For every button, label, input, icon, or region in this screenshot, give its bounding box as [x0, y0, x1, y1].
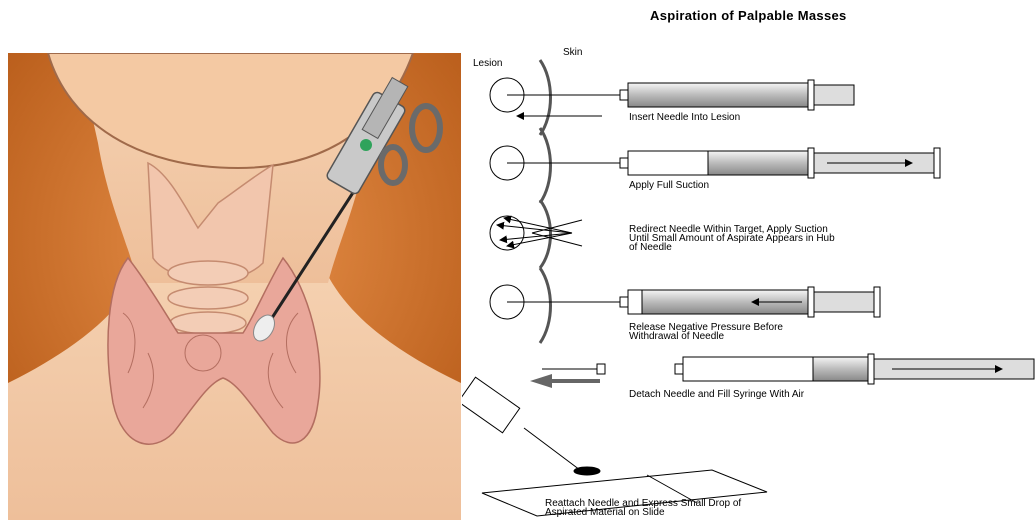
aspiration-steps-diagram: [462, 40, 1036, 519]
page-title: Aspiration of Palpable Masses: [650, 8, 847, 23]
step-1-caption: Insert Needle Into Lesion: [629, 113, 740, 122]
step-6-caption-line2: Aspirated Material on Slide: [545, 508, 665, 517]
neck-illustration: [8, 53, 461, 520]
step-5-graphic: [530, 354, 1034, 388]
skin-label: Skin: [563, 48, 582, 57]
step-2-graphic: [490, 128, 940, 203]
step-3-graphic: [490, 200, 582, 268]
step-2-caption: Apply Full Suction: [629, 181, 709, 190]
step-1-graphic: [490, 60, 854, 135]
step-3-caption-line3: of Needle: [629, 243, 672, 252]
step-4-caption-line2: Withdrawal of Needle: [629, 332, 724, 341]
step-5-caption: Detach Needle and Fill Syringe With Air: [629, 390, 804, 399]
lesion-label: Lesion: [473, 59, 502, 68]
